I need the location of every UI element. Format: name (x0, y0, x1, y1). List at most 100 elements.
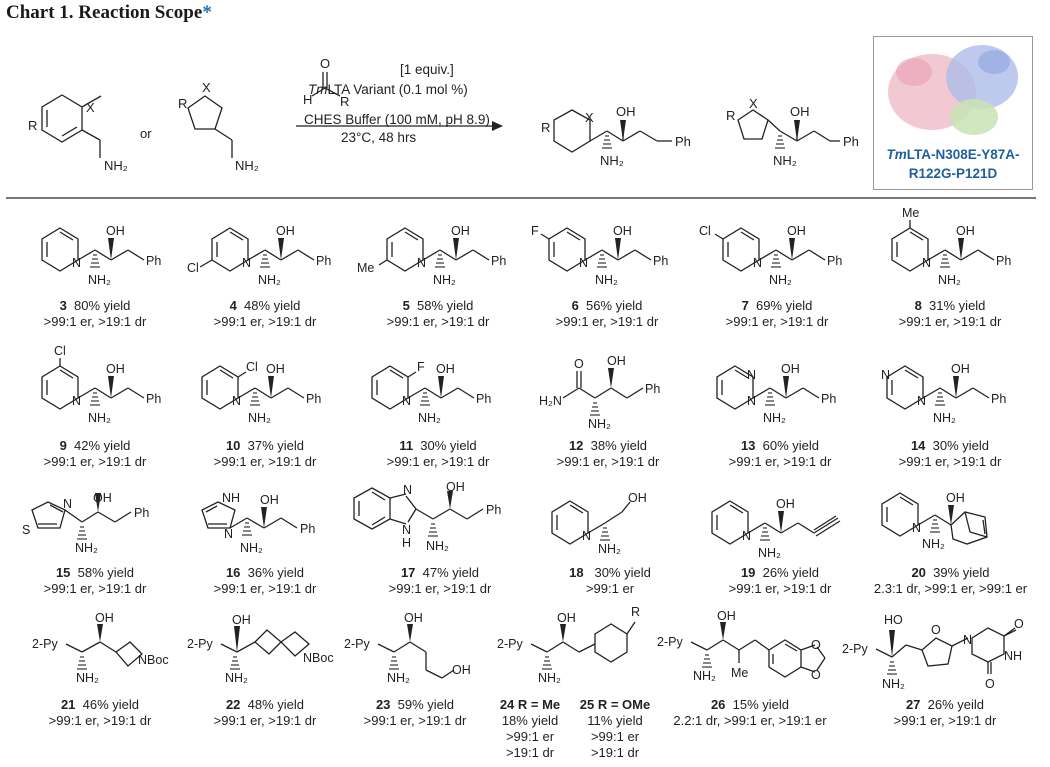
svg-text:OH: OH (790, 104, 810, 119)
svg-text:N: N (747, 368, 756, 382)
compound-9-caption: 9 42% yield>99:1 er, >19:1 dr (43, 438, 147, 469)
svg-text:NH₂: NH₂ (598, 542, 621, 556)
svg-text:X: X (202, 80, 211, 95)
svg-text:OH: OH (628, 491, 647, 505)
svg-text:NH₂: NH₂ (75, 541, 98, 555)
svg-text:OH: OH (106, 224, 125, 238)
svg-text:Ph: Ph (316, 254, 331, 268)
compound-19-caption: 19 26% yield>99:1 er, >19:1 dr (728, 565, 832, 596)
svg-text:R: R (28, 118, 37, 133)
svg-text:OH: OH (607, 355, 626, 368)
svg-text:2-Py: 2-Py (497, 637, 523, 651)
svg-text:2-Py: 2-Py (657, 635, 683, 649)
svg-text:2-Py: 2-Py (187, 637, 213, 651)
svg-text:NH₂: NH₂ (426, 539, 449, 553)
svg-text:NH₂: NH₂ (225, 671, 248, 685)
svg-text:Ph: Ph (146, 392, 161, 406)
svg-text:2-Py: 2-Py (32, 637, 58, 651)
compound-21-caption: 21 46% yield>99:1 er, >19:1 dr (48, 697, 152, 728)
svg-text:N: N (402, 523, 411, 537)
svg-text:OH: OH (776, 497, 795, 511)
compound-17-caption: 17 47% yield>99:1 er, >19:1 dr (388, 565, 492, 596)
compound-8-caption: 8 31% yield>99:1 er, >19:1 dr (898, 298, 1002, 329)
compound-23-caption: 23 59% yield>99:1 er, >19:1 dr (363, 697, 467, 728)
divider (6, 197, 1036, 199)
svg-text:NH₂: NH₂ (600, 153, 624, 168)
compound-11-caption: 11 30% yield>99:1 er, >19:1 dr (386, 438, 490, 469)
svg-text:OH: OH (446, 482, 465, 494)
svg-text:OH: OH (260, 493, 279, 507)
svg-text:Ph: Ph (645, 382, 660, 396)
svg-text:OH: OH (451, 224, 470, 238)
svg-text:OH: OH (93, 491, 112, 505)
protein-structure-image (888, 45, 1018, 135)
svg-text:N: N (72, 394, 81, 408)
svg-text:X: X (86, 100, 95, 115)
compound-7-caption: 7 69% yield>99:1 er, >19:1 dr (725, 298, 829, 329)
svg-text:NH₂: NH₂ (922, 537, 945, 551)
compound-22-caption: 22 48% yield>99:1 er, >19:1 dr (213, 697, 317, 728)
svg-text:Ph: Ph (476, 392, 491, 406)
svg-text:Ph: Ph (996, 254, 1011, 268)
svg-text:N: N (881, 368, 890, 382)
svg-text:NBoc: NBoc (138, 653, 169, 667)
svg-text:OH: OH (452, 663, 471, 677)
svg-text:O: O (985, 677, 995, 691)
svg-text:Ph: Ph (675, 134, 691, 149)
svg-text:O: O (1014, 617, 1024, 631)
compound-6-caption: 6 56% yield>99:1 er, >19:1 dr (555, 298, 659, 329)
svg-text:N: N (402, 394, 411, 408)
svg-text:Cl: Cl (246, 360, 258, 374)
svg-text:NH₂: NH₂ (235, 158, 259, 173)
svg-text:N: N (224, 527, 233, 541)
svg-text:Cl: Cl (187, 261, 199, 275)
svg-text:NH₂: NH₂ (933, 411, 956, 425)
svg-text:O: O (320, 56, 330, 71)
svg-text:OH: OH (956, 224, 975, 238)
footnote-mark: * (202, 2, 212, 23)
svg-text:R: R (340, 94, 349, 109)
svg-text:R: R (541, 120, 550, 135)
compound-18-caption: 18 30% yield>99:1 er (569, 565, 651, 596)
conditions-label: 23°C, 48 hrs (341, 130, 417, 145)
svg-text:NH₂: NH₂ (763, 411, 786, 425)
svg-text:O: O (811, 668, 821, 682)
svg-text:X: X (585, 110, 594, 125)
svg-text:OH: OH (781, 362, 800, 376)
svg-text:OH: OH (717, 609, 736, 623)
compound-16-caption: 16 36% yield>99:1 er, >19:1 dr (213, 565, 317, 596)
svg-text:OH: OH (106, 362, 125, 376)
svg-text:N: N (242, 256, 251, 270)
svg-text:NH₂: NH₂ (758, 546, 781, 560)
svg-text:N: N (582, 529, 591, 543)
svg-text:Ph: Ph (843, 134, 859, 149)
svg-text:O: O (811, 638, 821, 652)
compound-14-caption: 14 30% yield>99:1 er, >19:1 dr (898, 438, 1002, 469)
svg-text:NH₂: NH₂ (418, 411, 441, 425)
svg-text:NH₂: NH₂ (248, 411, 271, 425)
svg-text:OH: OH (276, 224, 295, 238)
svg-text:NH₂: NH₂ (773, 153, 797, 168)
svg-text:OH: OH (266, 362, 285, 376)
svg-text:O: O (893, 613, 903, 627)
svg-text:NH₂: NH₂ (769, 273, 792, 287)
compound-18-structure: N OH NH₂ (551, 491, 647, 556)
svg-text:S: S (22, 523, 30, 537)
svg-text:N: N (72, 256, 81, 270)
svg-text:OH: OH (946, 491, 965, 505)
svg-text:NH: NH (222, 491, 240, 505)
svg-text:OH: OH (787, 224, 806, 238)
svg-text:NH₂: NH₂ (387, 671, 410, 685)
svg-text:N: N (417, 256, 426, 270)
svg-text:NH₂: NH₂ (433, 273, 456, 287)
svg-text:N: N (917, 394, 926, 408)
